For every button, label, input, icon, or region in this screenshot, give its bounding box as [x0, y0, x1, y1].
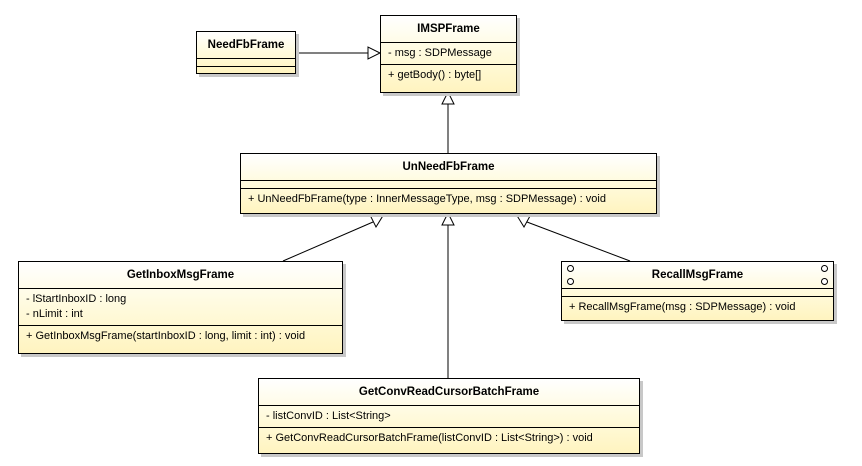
edge-needfbframe-to-imspframe — [296, 46, 382, 60]
class-name: RecallMsgFrame — [651, 269, 744, 281]
class-getconvreadcursorbatchframe[interactable]: GetConvReadCursorBatchFrame - listConvID… — [258, 378, 640, 454]
class-name: NeedFbFrame — [207, 39, 285, 51]
corner-marker — [567, 265, 574, 272]
edge-getconvreadcursorbatchframe-to-unneedfbframe — [441, 211, 455, 378]
class-getinboxmsgframe[interactable]: GetInboxMsgFrame - lStartInboxID : long … — [18, 261, 343, 354]
class-imspframe[interactable]: IMSPFrame - msg : SDPMessage + getBody()… — [380, 15, 517, 93]
class-name: GetConvReadCursorBatchFrame — [358, 386, 540, 398]
attribute: - nLimit : int — [26, 308, 83, 320]
edge-recallmsgframe-to-unneedfbframe — [515, 213, 631, 262]
attribute: - lStartInboxID : long — [26, 293, 127, 305]
class-recallmsgframe[interactable]: RecallMsgFrame + RecallMsgFrame(msg : SD… — [561, 261, 834, 321]
operation: + getBody() : byte[] — [388, 69, 482, 81]
operation: + GetInboxMsgFrame(startInboxID : long, … — [26, 330, 306, 342]
class-name: GetInboxMsgFrame — [126, 269, 235, 281]
corner-marker — [821, 278, 828, 285]
corner-marker — [567, 278, 574, 285]
attribute: - listConvID : List<String> — [266, 410, 391, 422]
class-name: IMSPFrame — [417, 23, 480, 35]
attributes-compartment: - listConvID : List<String> — [259, 405, 639, 427]
operations-compartment: + RecallMsgFrame(msg : SDPMessage) : voi… — [562, 296, 833, 318]
class-name: UnNeedFbFrame — [402, 161, 495, 173]
edge-unneedfbframe-to-imspframe — [441, 90, 455, 153]
edge-getinboxmsgframe-to-unneedfbframe — [282, 213, 385, 262]
operations-compartment: + GetConvReadCursorBatchFrame(listConvID… — [259, 427, 639, 449]
operation: + RecallMsgFrame(msg : SDPMessage) : voi… — [569, 301, 796, 313]
operation: + UnNeedFbFrame(type : InnerMessageType,… — [248, 193, 606, 205]
attributes-compartment — [197, 58, 295, 66]
operations-compartment: + UnNeedFbFrame(type : InnerMessageType,… — [241, 188, 656, 210]
operation: + GetConvReadCursorBatchFrame(listConvID… — [266, 432, 593, 444]
attributes-compartment: - msg : SDPMessage — [381, 42, 516, 64]
attribute: - msg : SDPMessage — [388, 47, 492, 59]
attributes-compartment — [562, 288, 833, 296]
attributes-compartment: - lStartInboxID : long - nLimit : int — [19, 288, 342, 325]
class-unneedfbframe[interactable]: UnNeedFbFrame + UnNeedFbFrame(type : Inn… — [240, 153, 657, 214]
attributes-compartment — [241, 180, 656, 188]
operations-compartment: + GetInboxMsgFrame(startInboxID : long, … — [19, 325, 342, 347]
operations-compartment — [197, 66, 295, 74]
class-needfbframe[interactable]: NeedFbFrame — [196, 31, 296, 74]
operations-compartment: + getBody() : byte[] — [381, 64, 516, 86]
corner-marker — [821, 265, 828, 272]
